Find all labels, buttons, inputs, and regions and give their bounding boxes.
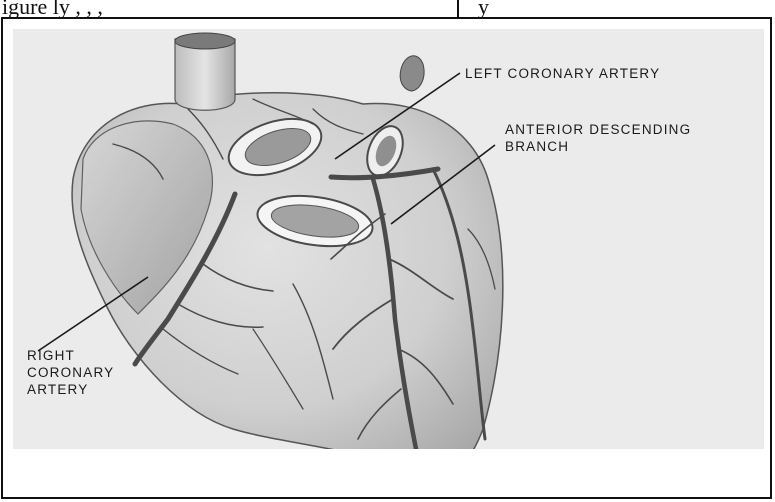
label-right-coronary-line3: ARTERY [27,381,88,398]
label-right-coronary-line1: RIGHT [27,347,75,364]
label-right-coronary-line2: CORONARY [27,364,114,381]
aorta [175,39,235,110]
aorta-opening [175,33,235,49]
heart-illustration [13,29,764,449]
table-divider [457,0,459,18]
heart-illustration-panel: LEFT CORONARY ARTERY ANTERIOR DESCENDING… [13,29,764,449]
left-atrial-appendage [400,56,424,91]
figure-frame: LEFT CORONARY ARTERY ANTERIOR DESCENDING… [1,17,772,499]
label-left-coronary-artery: LEFT CORONARY ARTERY [465,65,660,82]
label-anterior-descending-line2: BRANCH [505,138,569,155]
label-anterior-descending-line1: ANTERIOR DESCENDING [505,121,691,138]
